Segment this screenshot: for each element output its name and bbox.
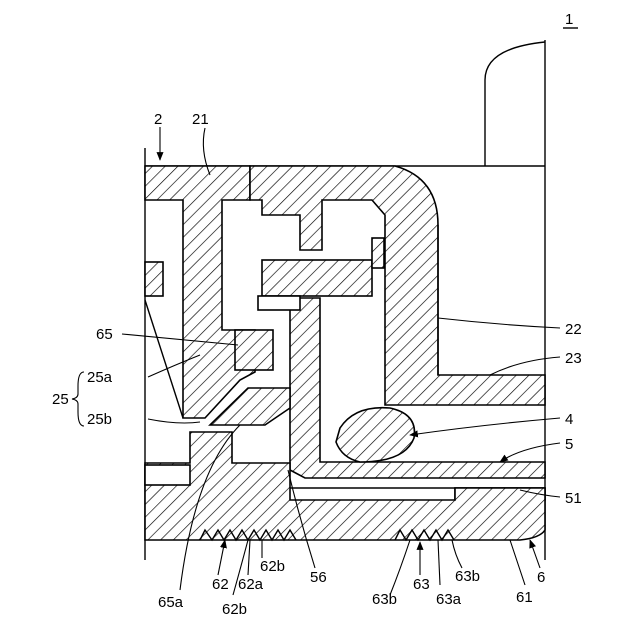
leader-61 [510, 540, 525, 585]
label-61: 61 [516, 589, 533, 606]
label-2: 2 [154, 111, 162, 128]
side-block [145, 262, 163, 296]
label-22: 22 [565, 321, 582, 338]
upper-rounded-part [485, 42, 545, 166]
label-63a: 63a [436, 591, 462, 608]
small-step [372, 238, 384, 268]
seal-member-4 [336, 408, 415, 462]
leader-63b-left [390, 540, 410, 595]
label-25a: 25a [87, 369, 113, 386]
brace-25 [72, 372, 84, 426]
label-6: 6 [537, 569, 545, 586]
leader-5 [500, 443, 560, 462]
label-56: 56 [310, 569, 327, 586]
leader-62a [248, 540, 250, 575]
label-62b-upper: 62b [260, 558, 285, 575]
label-62b-lower: 62b [222, 601, 247, 618]
left-gap [145, 465, 190, 485]
label-65a: 65a [158, 594, 184, 611]
label-63b-right: 63b [455, 568, 480, 585]
label-23: 23 [565, 350, 582, 367]
label-65: 65 [96, 326, 113, 343]
spacer-plate [258, 296, 300, 310]
label-4: 4 [565, 411, 573, 428]
leader-63b-right [452, 540, 462, 568]
leader-25b [148, 419, 200, 423]
label-51: 51 [565, 490, 582, 507]
member-65 [235, 330, 273, 370]
label-62: 62 [212, 576, 229, 593]
label-62a: 62a [238, 576, 264, 593]
label-63: 63 [413, 576, 430, 593]
label-25b: 25b [87, 411, 112, 428]
inner-slope [145, 300, 183, 418]
label-25: 25 [52, 391, 69, 408]
leader-23 [490, 357, 560, 375]
leader-4 [410, 418, 560, 435]
label-5: 5 [565, 436, 573, 453]
label-63b-left: 63b [372, 591, 397, 608]
leader-6 [530, 540, 540, 568]
leader-63a [438, 540, 440, 585]
leader-22 [438, 318, 560, 328]
leader-62 [218, 540, 225, 575]
upper-plate [262, 260, 372, 296]
figure-number: 1 [565, 11, 573, 28]
label-21: 21 [192, 111, 209, 128]
